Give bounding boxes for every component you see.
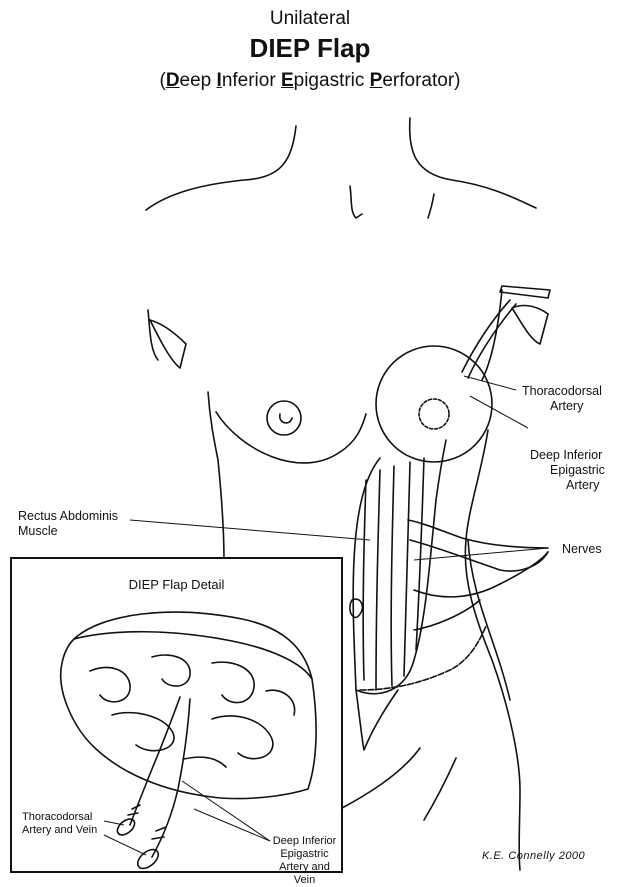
rectus-fibers-3 bbox=[391, 466, 394, 686]
left-axilla-muscle bbox=[150, 320, 186, 368]
reconstructed-areola bbox=[419, 399, 449, 429]
leader-dieav-2 bbox=[194, 809, 270, 841]
leader-dieav-1 bbox=[182, 781, 270, 841]
rectus-fibers-4 bbox=[404, 462, 410, 676]
neck-right bbox=[410, 118, 536, 208]
vessel-end-1 bbox=[114, 816, 137, 838]
label-deep-inferior-epigastric-artery: Deep Inferior Epigastric Artery bbox=[530, 448, 605, 493]
leader-rectus bbox=[130, 520, 370, 540]
flap-fat-3 bbox=[212, 662, 254, 702]
nerve-1 bbox=[408, 520, 548, 548]
groin-line-2 bbox=[424, 758, 456, 820]
rectus-muscle bbox=[353, 440, 446, 694]
label-thoracodorsal-artery: Thoracodorsal Artery bbox=[522, 384, 602, 414]
artist-signature: K.E. Connelly 2000 bbox=[482, 850, 585, 862]
right-lower-edge bbox=[468, 540, 510, 700]
label-td-av-line2: Artery and Vein bbox=[22, 824, 97, 837]
label-thoracodorsal-artery-line1: Thoracodorsal bbox=[522, 384, 602, 399]
leader-nerves bbox=[414, 548, 548, 560]
flap-fat-2 bbox=[152, 655, 190, 686]
flap-detail-inset: DIEP Flap Detail bbox=[10, 557, 343, 873]
leader-deep-inferior bbox=[470, 396, 528, 428]
collarbone-notch bbox=[350, 186, 362, 218]
rectus-fibers-2 bbox=[376, 470, 380, 690]
incision bbox=[360, 626, 486, 690]
label-deep-inferior-epigastric-artery-vein: Deep Inferior Epigastric Artery and Vein bbox=[268, 835, 341, 887]
nerve-3 bbox=[414, 552, 548, 597]
rectus-fibers-1 bbox=[363, 480, 366, 680]
flap-fat-6 bbox=[266, 690, 295, 715]
groin-line bbox=[342, 748, 420, 808]
label-nerves: Nerves bbox=[562, 542, 602, 557]
label-dieav-line1: Deep Inferior bbox=[268, 835, 341, 848]
left-areola bbox=[267, 401, 301, 435]
label-dieA-line2: Epigastric bbox=[530, 463, 605, 478]
label-dieav-line3: Artery and Vein bbox=[268, 861, 341, 887]
flap-fat-1 bbox=[90, 667, 130, 701]
vessel-end-2 bbox=[134, 846, 161, 872]
left-nipple bbox=[280, 414, 292, 423]
thoracodorsal-vessel bbox=[462, 300, 510, 372]
muscle-lower-tail bbox=[356, 690, 398, 750]
flap-rim bbox=[74, 632, 312, 679]
flap-fat-5 bbox=[212, 716, 273, 759]
collarbone-notch-2 bbox=[428, 194, 434, 218]
suture-1 bbox=[128, 805, 140, 815]
label-thoracodorsal-artery-vein: Thoracodorsal Artery and Vein bbox=[22, 811, 97, 837]
label-dieA-line3: Artery bbox=[530, 478, 605, 493]
label-rectus-abdominis: Rectus Abdominis Muscle bbox=[18, 509, 118, 539]
label-rectus-line2: Muscle bbox=[18, 524, 118, 539]
flap-fat-4 bbox=[112, 713, 174, 751]
axilla-retractor bbox=[500, 286, 550, 298]
label-dieav-line2: Epigastric bbox=[268, 848, 341, 861]
axilla-muscle bbox=[512, 306, 548, 344]
leader-td-av-2 bbox=[104, 835, 146, 855]
label-dieA-line1: Deep Inferior bbox=[530, 448, 605, 463]
flap-outline bbox=[61, 612, 316, 798]
thoracodorsal-vessel-2 bbox=[468, 304, 516, 378]
label-thoracodorsal-artery-line2: Artery bbox=[522, 399, 602, 414]
neck-left bbox=[146, 126, 296, 210]
label-td-av-line1: Thoracodorsal bbox=[22, 811, 97, 824]
vessel-branch bbox=[184, 757, 226, 767]
label-rectus-line1: Rectus Abdominis bbox=[18, 509, 118, 524]
umbilicus bbox=[350, 599, 363, 617]
